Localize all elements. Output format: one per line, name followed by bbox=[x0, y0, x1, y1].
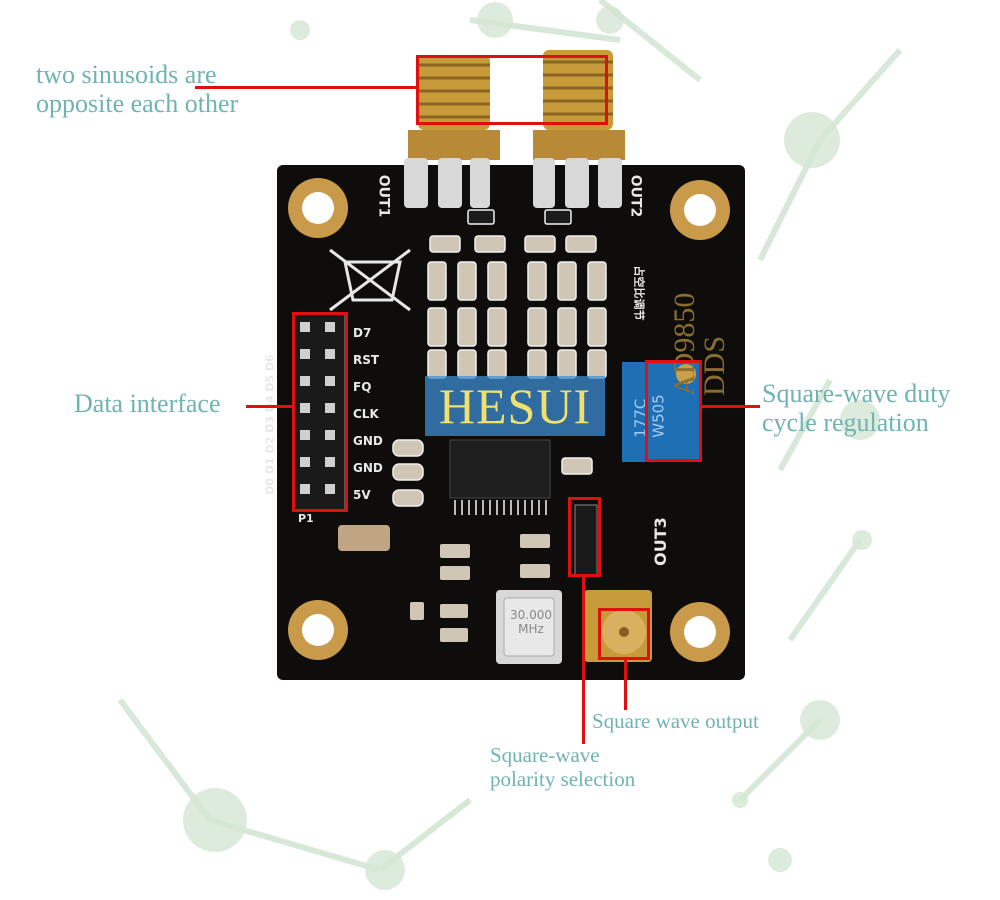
mounting-hole-bl bbox=[288, 600, 348, 660]
highlight-box-sinusoid-outputs bbox=[416, 55, 608, 125]
out3-label: OUT3 bbox=[650, 517, 670, 566]
mounting-hole-br bbox=[670, 602, 730, 662]
out2-label: OUT2 bbox=[627, 174, 644, 218]
pin-label-gnd-2: GND bbox=[353, 461, 383, 475]
pin-label-fq: FQ bbox=[353, 380, 372, 394]
highlight-box-polarity bbox=[568, 497, 601, 577]
brand-watermark bbox=[425, 376, 605, 436]
side-title-dds: DDS bbox=[698, 335, 731, 396]
annotation-polarity: Square-wave polarity selection bbox=[490, 743, 636, 791]
data-pins-label: D0 D1 D2 D3 D4 D5 D6 bbox=[263, 354, 277, 495]
mounting-hole-tl bbox=[288, 178, 348, 238]
tantalum-capacitor bbox=[338, 525, 390, 551]
chinese-label: 占空比调节 bbox=[632, 265, 646, 321]
annotation-square-output: Square wave output bbox=[592, 709, 759, 733]
pin-label-d7: D7 bbox=[353, 326, 372, 340]
leader-line-square-output bbox=[624, 660, 627, 710]
mounting-hole-tr bbox=[670, 180, 730, 240]
annotation-duty-cycle: Square-wave duty cycle regulation bbox=[762, 379, 951, 438]
blue-potentiometer bbox=[622, 362, 700, 462]
p1-label: P1 bbox=[298, 512, 314, 525]
highlight-box-square-output bbox=[598, 608, 650, 660]
capacitor-array bbox=[392, 209, 607, 507]
annotation-data-interface: Data interface bbox=[74, 389, 221, 418]
leader-line-sinusoids bbox=[195, 86, 417, 89]
pin-label-gnd-1: GND bbox=[353, 434, 383, 448]
highlight-box-data-interface bbox=[292, 312, 348, 512]
leader-line-data-interface bbox=[246, 405, 293, 408]
pin-label-5v: 5V bbox=[353, 488, 371, 502]
leader-line-duty-cycle bbox=[702, 405, 760, 408]
pin-label-clk: CLK bbox=[353, 407, 379, 421]
sma-connector-out1 bbox=[404, 55, 500, 208]
weee-symbol bbox=[329, 248, 411, 312]
header-pins bbox=[300, 322, 335, 494]
annotation-sinusoids: two sinusoids are opposite each other bbox=[36, 60, 239, 119]
crystal-oscillator bbox=[496, 590, 562, 664]
crystal-marking: 30.000 MHz bbox=[510, 608, 552, 636]
pin-label-list: D7 RST FQ CLK GND GND 5V bbox=[353, 326, 383, 515]
pin-label-rst: RST bbox=[353, 353, 380, 367]
sma-connector-out2 bbox=[533, 50, 625, 208]
ad9850-chip bbox=[449, 439, 551, 515]
brand-watermark-text: HESUI bbox=[438, 378, 592, 434]
leader-line-polarity bbox=[582, 577, 585, 744]
highlight-box-duty-cycle bbox=[645, 360, 702, 462]
out1-label: OUT1 bbox=[375, 174, 392, 218]
